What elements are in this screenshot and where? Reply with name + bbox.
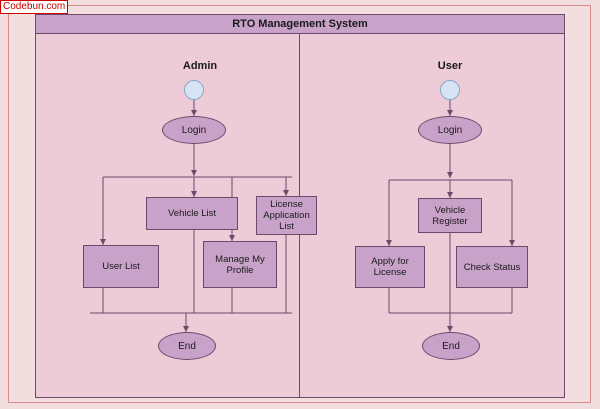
node-admin-login[interactable]: Login [162, 116, 226, 144]
node-label: Apply for License [371, 256, 409, 278]
node-label: User List [102, 261, 140, 272]
node-user-end[interactable]: End [422, 332, 480, 360]
node-label: End [178, 340, 196, 352]
node-label: Vehicle Register [432, 204, 468, 227]
node-label: End [442, 340, 460, 352]
node-label: Login [181, 124, 207, 136]
node-admin-manage-my-profile[interactable]: Manage My Profile [203, 241, 277, 288]
node-label: Manage My Profile [215, 253, 265, 276]
node-admin-start [184, 80, 204, 100]
node-user-vehicle-register[interactable]: Vehicle Register [418, 198, 482, 233]
node-label: Vehicle List [167, 208, 217, 219]
node-user-apply-for-license[interactable]: Apply for License [355, 246, 425, 288]
node-user-login[interactable]: Login [418, 116, 482, 144]
node-admin-vehicle-list[interactable]: Vehicle List [146, 197, 238, 230]
node-label: License Application List [263, 199, 310, 232]
node-admin-end[interactable]: End [158, 332, 216, 360]
node-label: Login [437, 124, 463, 136]
diagram-title: RTO Management System [232, 18, 368, 30]
node-admin-user-list[interactable]: User List [83, 245, 159, 288]
node-user-check-status[interactable]: Check Status [456, 246, 528, 288]
node-label: Check Status [463, 261, 521, 273]
watermark-label: Codebun.com [0, 0, 69, 14]
diagram-title-band: RTO Management System [35, 14, 565, 34]
node-user-start [440, 80, 460, 100]
lane-title-user: User [437, 60, 463, 72]
lane-title-admin: Admin [182, 60, 218, 72]
node-admin-license-application-list[interactable]: License Application List [256, 196, 317, 235]
